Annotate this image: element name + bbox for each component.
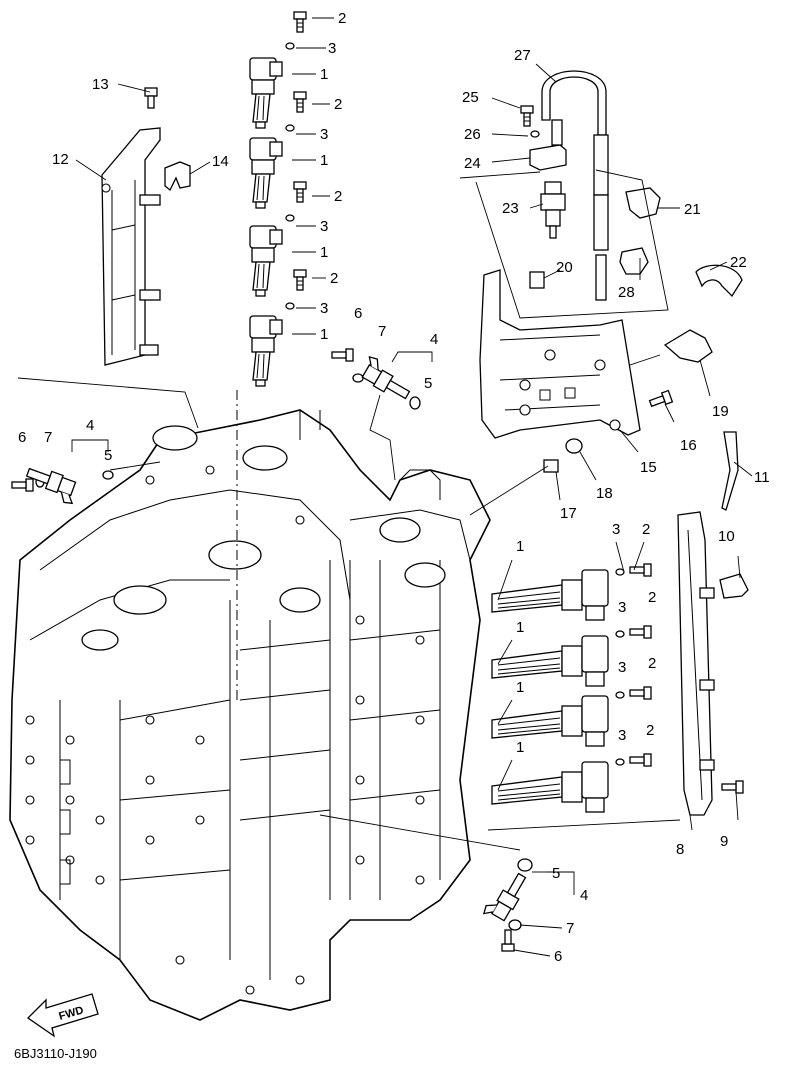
grommet-18 [565,438,583,454]
washer-26 [530,130,540,138]
callout-7: 7 [44,429,52,446]
bracket-15 [479,269,641,439]
callout-14: 14 [212,153,229,170]
sensor-group-lower [481,858,575,952]
callout-17: 17 [560,505,577,522]
callout-22: 22 [730,254,747,271]
bracket-24 [529,119,567,171]
callout-2: 2 [334,96,342,113]
callout-25: 25 [462,89,479,106]
diagram-code: 6BJ3110-J190 [14,1046,97,1061]
callout-3: 3 [618,659,626,676]
hose-27 [541,70,609,301]
callout-8: 8 [676,841,684,858]
bracket-8 [677,511,715,816]
callout-4: 4 [430,331,438,348]
callout-3: 3 [612,521,620,538]
callout-4: 4 [580,887,588,904]
clip-28 [619,247,649,275]
callout-12: 12 [52,151,69,168]
bolt-16 [647,389,674,410]
callout-2: 2 [646,722,654,739]
sensor-group-upper [331,348,433,481]
clip-10 [719,573,749,599]
callout-5: 5 [552,865,560,882]
callout-5: 5 [424,375,432,392]
coil-stack-top [249,11,307,387]
callout-28: 28 [618,284,635,301]
callout-2: 2 [338,10,346,27]
bolt-25 [520,105,534,127]
callout-1: 1 [516,679,524,696]
callout-2: 2 [648,655,656,672]
callout-16: 16 [680,437,697,454]
callout-13: 13 [92,76,109,93]
callout-1: 1 [320,244,328,261]
cable-tie-11 [721,431,739,511]
clip-20 [529,271,545,289]
callout-11: 11 [754,469,770,486]
callout-1: 1 [516,619,524,636]
callout-2: 2 [648,589,656,606]
clip-22 [695,264,743,298]
sensor-group-left [11,439,161,506]
callout-21: 21 [684,201,701,218]
callout-26: 26 [464,126,481,143]
callout-3: 3 [618,727,626,744]
callout-6: 6 [554,948,562,965]
callout-20: 20 [556,259,573,276]
callout-labels: 2 3 1 2 3 1 2 3 1 2 3 1 13 12 14 6 7 4 5… [18,10,770,965]
callout-27: 27 [514,47,531,64]
collar-17 [543,459,559,473]
callout-4: 4 [86,417,94,434]
callout-15: 15 [640,459,657,476]
callout-1: 1 [516,538,524,555]
clip-19 [663,329,713,363]
bolt-9 [721,780,744,794]
clip-21 [625,187,661,219]
bracket-12 [101,127,161,366]
callout-9: 9 [720,833,728,850]
bolt-13 [144,87,158,109]
callout-1: 1 [516,739,524,756]
callout-2: 2 [642,521,650,538]
callout-3: 3 [320,126,328,143]
engine-block [9,409,491,1021]
clip-14 [164,161,191,192]
callout-6: 6 [18,429,26,446]
sensor-23 [540,181,566,239]
callout-24: 24 [464,155,481,172]
callout-10: 10 [718,528,735,545]
callout-3: 3 [328,40,336,57]
callout-1: 1 [320,66,328,83]
callout-2: 2 [334,188,342,205]
callout-2: 2 [330,270,338,287]
callout-1: 1 [320,326,328,343]
callout-1: 1 [320,152,328,169]
callout-6: 6 [354,305,362,322]
callout-7: 7 [378,323,386,340]
callout-3: 3 [320,218,328,235]
callout-3: 3 [618,599,626,616]
fwd-arrow-icon: FWD [26,993,99,1038]
callout-23: 23 [502,200,519,217]
callout-5: 5 [104,447,112,464]
callout-19: 19 [712,403,729,420]
callout-3: 3 [320,300,328,317]
callout-7: 7 [566,920,574,937]
callout-18: 18 [596,485,613,502]
